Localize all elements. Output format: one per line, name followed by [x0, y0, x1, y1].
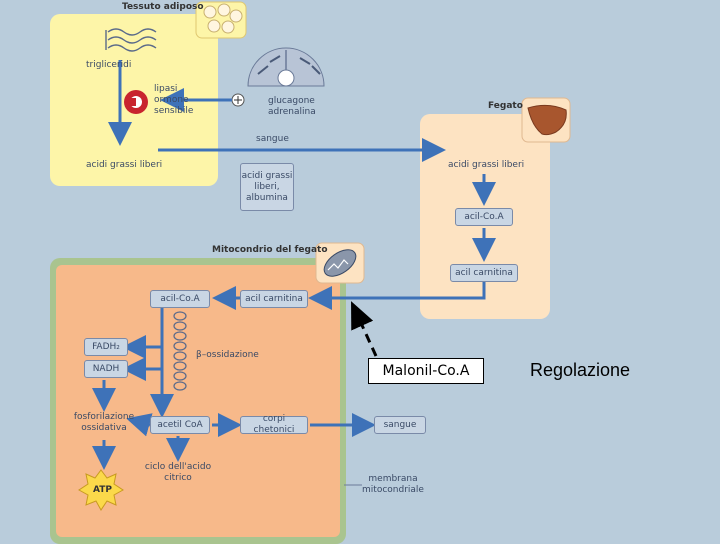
mito-acyl-coa-box: acil-Co.A — [150, 290, 210, 308]
adipose-title: Tessuto adiposo — [122, 2, 204, 12]
triglycerides-label: trigliceridi — [86, 60, 132, 70]
mito-title: Mitocondrio del fegato — [212, 245, 328, 255]
fa-albumin-box: acidi grassi liberi, albumina — [240, 163, 294, 211]
acetyl-coa-box: acetil CoA — [150, 416, 210, 434]
lipase-label: lipasi ormone sensibile — [154, 84, 194, 116]
fat-cells-icon — [195, 1, 247, 39]
hormones-label: glucagone adrenalina — [268, 96, 316, 117]
nadh-box: NADH — [84, 360, 128, 378]
liver-icon — [521, 97, 571, 143]
ox-phos-label: fosforilazione ossidativa — [73, 412, 135, 433]
blood-label-top: sangue — [256, 134, 289, 144]
malonyl-coa-box: Malonil-Co.A — [368, 358, 484, 384]
citric-cycle-label: ciclo dell'acido citrico — [144, 462, 212, 483]
liver-acyl-carnitine-box: acil carnitina — [450, 264, 518, 282]
plus-icon — [231, 93, 245, 107]
atp-burst-icon — [78, 469, 124, 511]
regulation-label: Regolazione — [530, 360, 631, 380]
receptor-icon — [247, 47, 325, 87]
atp-label: ATP — [93, 485, 113, 495]
triglyceride-icon — [105, 28, 157, 52]
membrane-label: membrana mitocondriale — [362, 474, 424, 495]
ketone-bodies-box: corpi chetonici — [240, 414, 308, 435]
lipase-enzyme-icon — [124, 90, 148, 114]
mitochondrion-icon — [315, 242, 365, 284]
liver-acyl-coa-box: acil-Co.A — [455, 208, 513, 226]
blood-box: sangue — [374, 416, 426, 434]
adipose-ffa-label: acidi grassi liberi — [86, 160, 163, 170]
mito-acyl-carnitine-box: acil carnitina — [240, 290, 308, 308]
beta-oxidation-spiral — [173, 311, 187, 391]
beta-oxidation-label: β–ossidazione — [196, 350, 259, 360]
fadh2-box: FADH₂ — [84, 338, 128, 356]
pathway-arrows — [92, 60, 496, 470]
regulation-dashed-arrow — [351, 301, 378, 357]
liver-title: Fegato — [488, 101, 523, 111]
liver-ffa-label: acidi grassi liberi — [448, 160, 525, 170]
